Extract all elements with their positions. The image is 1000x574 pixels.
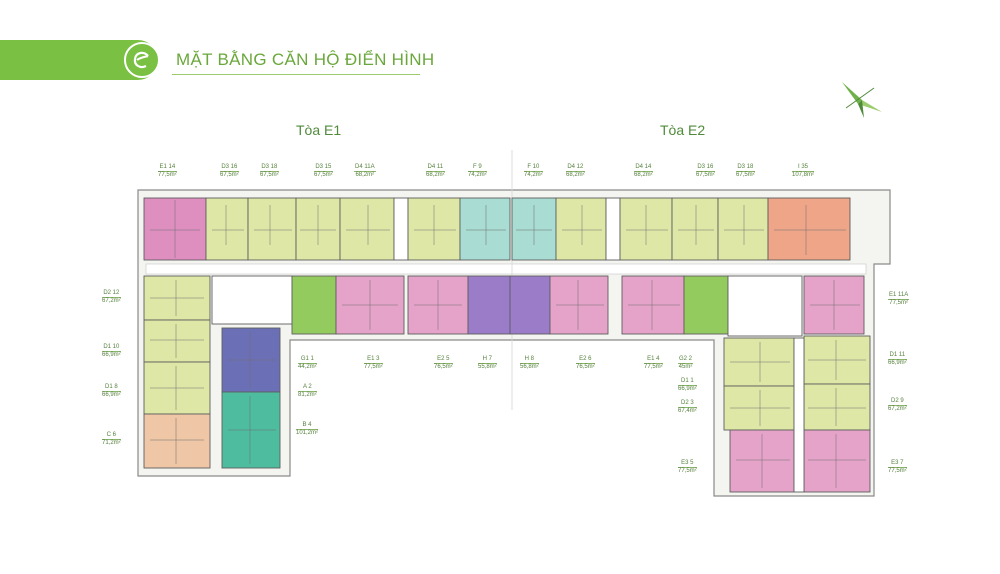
brand-logo [124,42,160,78]
compass-icon [842,82,882,118]
unit-e3-7 [803,429,871,493]
e2-wing-corridor [793,337,805,493]
unit-h-7 [467,275,511,335]
interior-walls [150,200,866,488]
unit-d3-18-e2 [717,197,769,261]
unit-d4-12 [555,197,607,261]
unit-d3-16 [205,197,249,261]
unit-f-9 [459,197,511,261]
stair-e1 [393,197,409,261]
unit-c-6 [143,413,211,469]
unit-g2-2 [683,275,729,335]
title-underline [172,74,420,75]
e2-wing-units [723,335,871,493]
unit-i-35 [767,197,851,261]
core-e1 [211,275,293,325]
core-e2 [727,275,803,337]
tower-e2-label: Tòa E2 [660,122,706,138]
unit-h-8 [509,275,551,335]
unit-g1-1 [291,275,337,335]
page-title: MẶT BẰNG CĂN HỘ ĐIỂN HÌNH [176,50,435,69]
unit-d1-10 [143,319,211,363]
leaf-e-icon [133,51,149,69]
unit-d2-9 [803,383,871,431]
stair-e2 [605,197,621,261]
unit-d4-11a [339,197,395,261]
main-corridor [145,263,867,275]
tower-e1-label: Tòa E1 [296,122,342,138]
unit-d3-18 [247,197,297,261]
unit-d3-16-e2 [671,197,719,261]
